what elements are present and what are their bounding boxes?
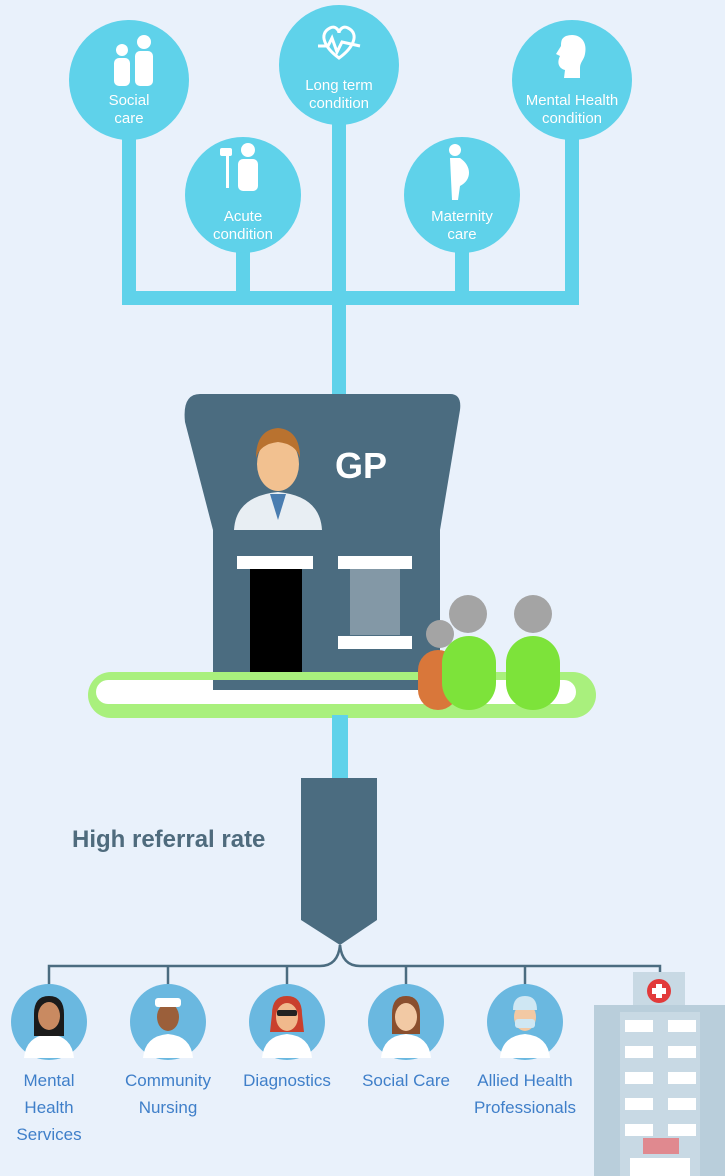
- need-label-maternity: Maternity care: [431, 208, 493, 243]
- needs-connector-tree: [122, 115, 579, 406]
- service-social-care: [368, 984, 444, 1060]
- service-diagnostics: [249, 984, 325, 1060]
- pregnant-woman-icon: [449, 144, 469, 200]
- need-acute: [185, 137, 301, 253]
- gp-door-lintel: [237, 556, 313, 569]
- service-mental-health: [11, 984, 87, 1060]
- need-label-acute: Acute condition: [212, 208, 274, 243]
- doctor-icon: [234, 428, 322, 530]
- services-connector: [47, 944, 662, 985]
- referral-funnel: [301, 778, 377, 945]
- waiting-patients: [418, 595, 560, 710]
- gp-door: [250, 569, 302, 690]
- diagnostician-icon: [262, 996, 312, 1058]
- nurse-icon: [143, 998, 193, 1058]
- referral-rate-label: High referral rate: [72, 826, 266, 853]
- surgeon-icon: [500, 996, 550, 1058]
- service-community-nursing: [130, 984, 206, 1060]
- gp-window: [350, 569, 400, 635]
- need-label-social-care: Social care: [108, 92, 150, 127]
- service-label-community-nursing: Community Nursing: [125, 1071, 211, 1117]
- service-label-allied-health: Allied Health Professionals: [473, 1071, 577, 1117]
- need-mental-health: [512, 20, 632, 140]
- head-icon: [556, 34, 586, 78]
- gp-window-sill: [338, 636, 412, 649]
- need-long-term: [279, 5, 399, 125]
- gp-title: GP: [335, 445, 388, 486]
- family-icon: [114, 35, 153, 86]
- service-allied-health: [487, 984, 563, 1060]
- gp-window-top: [338, 556, 412, 569]
- need-maternity: [404, 137, 520, 253]
- service-label-diagnostics: Diagnostics: [243, 1071, 331, 1090]
- hospital-icon: [594, 972, 725, 1176]
- need-label-long-term: Long term condition: [305, 77, 373, 112]
- mental-health-nurse-icon: [24, 996, 74, 1058]
- need-social-care: [69, 20, 189, 140]
- social-worker-icon: [381, 996, 431, 1058]
- gp-building: [184, 394, 461, 690]
- heartbeat-icon: [318, 25, 361, 60]
- service-label-mental-health: Mental Health Services: [16, 1071, 82, 1144]
- gp-referral-connector: [332, 715, 348, 780]
- need-label-mental-health: Mental Health condition: [525, 92, 619, 127]
- gp-building-roof: [184, 394, 461, 690]
- patient-drip-icon: [220, 143, 258, 191]
- service-label-social-care: Social Care: [362, 1071, 450, 1090]
